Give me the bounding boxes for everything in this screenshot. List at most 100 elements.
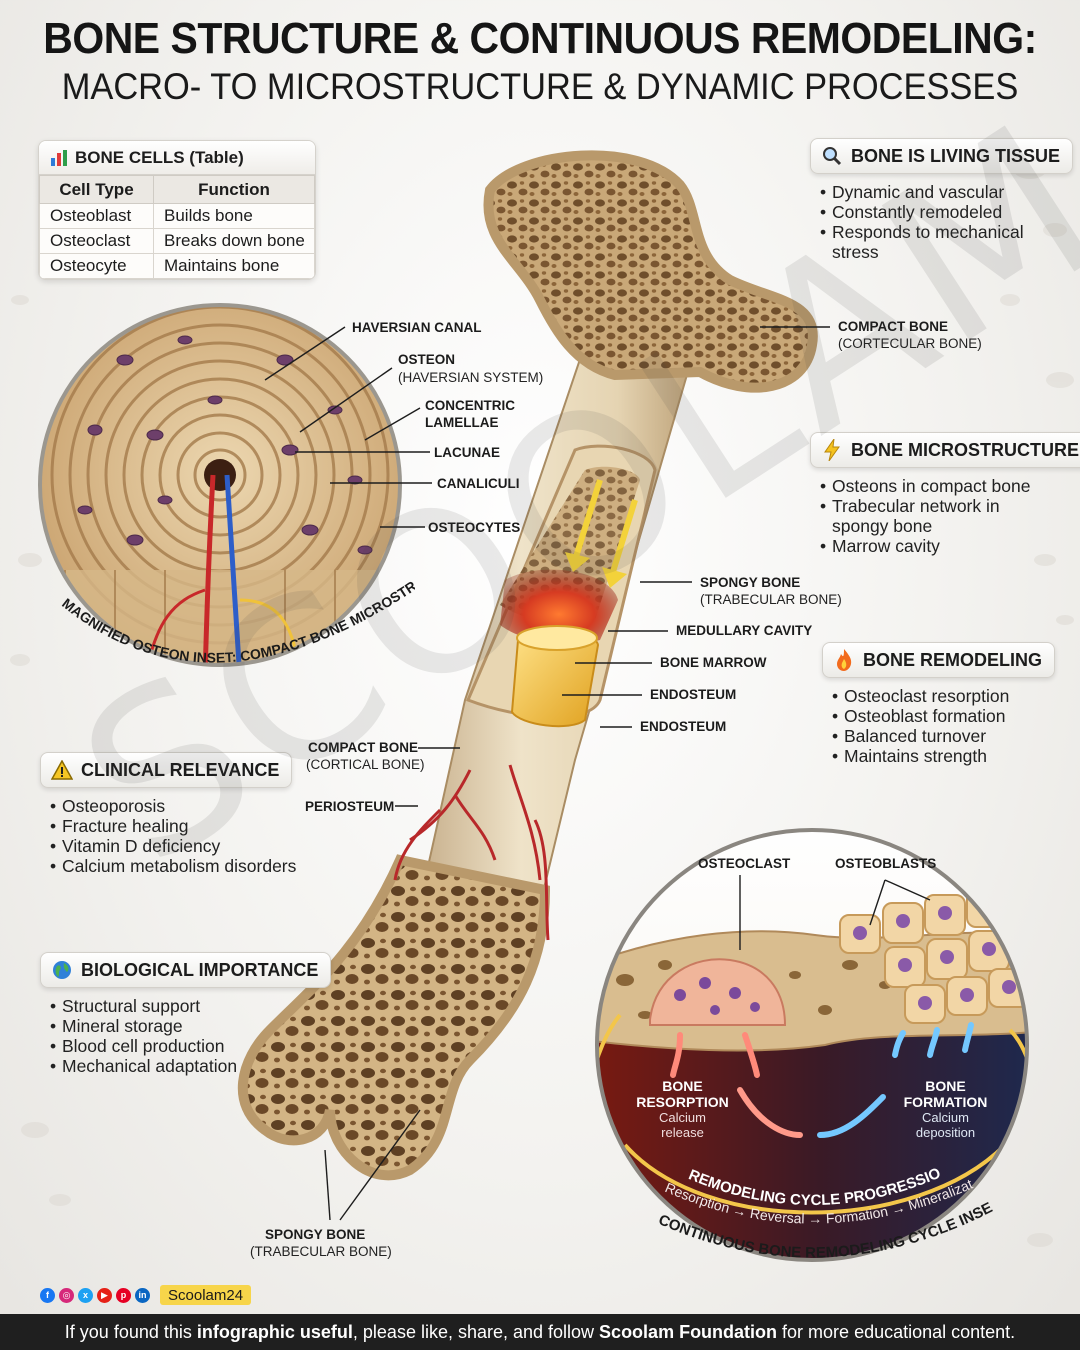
list-item-continued: spongy bone: [832, 516, 933, 536]
footer-text-1: If you found this: [64, 1321, 197, 1342]
list-item: Maintains strength: [832, 746, 1055, 766]
fire-icon: [833, 649, 855, 671]
bar-chart-icon: [51, 149, 67, 166]
list-item: Responds to mechanical: [820, 222, 1073, 242]
table-cell: Breaks down bone: [153, 228, 315, 254]
table-cell: Maintains bone: [153, 253, 315, 279]
table-cell: Builds bone: [153, 203, 315, 229]
youtube-icon[interactable]: ▶: [97, 1287, 112, 1303]
biological-header: BIOLOGICAL IMPORTANCE: [40, 952, 332, 988]
living-tissue-title: BONE IS LIVING TISSUE: [851, 145, 1061, 166]
label-endosteum-1: ENDOSTEUM: [650, 687, 737, 702]
globe-icon: [51, 959, 73, 981]
list-item: Mechanical adaptation: [50, 1056, 331, 1076]
label-compact-bone-top: COMPACT BONE: [838, 319, 948, 334]
page-title: BONE STRUCTURE & CONTINUOUS REMODELING:: [43, 14, 1037, 63]
list-item: Osteoclast resorption: [832, 686, 1055, 706]
label-spongy-bone-mid: SPONGY BONE: [700, 575, 801, 590]
footer-bold-2: Scoolam Foundation: [599, 1321, 778, 1342]
list-item: Osteoblast formation: [832, 706, 1055, 726]
label-medullary-cavity: MEDULLARY CAVITY: [676, 623, 813, 638]
label-concentric-lamellae-1: CONCENTRIC: [425, 398, 515, 413]
clinical-header: CLINICAL RELEVANCE: [40, 752, 293, 788]
list-item: Marrow cavity: [820, 536, 1080, 556]
living-tissue-list: Dynamic and vascular Constantly remodele…: [820, 182, 1073, 262]
instagram-icon[interactable]: ◎: [59, 1287, 74, 1303]
table-cell: Osteocyte: [39, 253, 154, 279]
label-compact-bone-mid-sub: (CORTICAL BONE): [306, 757, 425, 772]
list-item: Fracture healing: [50, 816, 296, 836]
remodeling-section: BONE REMODELING Osteoclast resorption Os…: [822, 642, 1056, 766]
footer-bold-1: infographic useful: [196, 1321, 353, 1342]
remodeling-header: BONE REMODELING: [822, 642, 1056, 678]
social-handle[interactable]: Scoolam24: [160, 1285, 252, 1305]
table-header-cell-type: Cell Type: [39, 175, 154, 204]
bone-cells-table-card: BONE CELLS (Table) Cell Type Function Os…: [38, 140, 316, 280]
lightning-icon: [821, 439, 843, 461]
microstructure-title: BONE MICROSTRUCTURE: [851, 439, 1079, 460]
label-compact-bone-top-sub: (CORTECULAR BONE): [838, 336, 982, 351]
bone-cells-table-header: BONE CELLS (Table): [39, 141, 315, 175]
biological-list: Structural support Mineral storage Blood…: [50, 996, 331, 1076]
label-osteon: OSTEON: [398, 352, 456, 367]
clinical-list: Osteoporosis Fracture healing Vitamin D …: [50, 796, 296, 876]
label-spongy-bone-bottom-sub: (TRABECULAR BONE): [250, 1244, 392, 1259]
resorption-sub-1: Calcium: [659, 1110, 706, 1125]
list-item: Balanced turnover: [832, 726, 1055, 746]
clinical-title: CLINICAL RELEVANCE: [81, 759, 280, 780]
list-item: Trabecular network in: [820, 496, 1080, 516]
list-item: Structural support: [50, 996, 331, 1016]
microstructure-section: BONE MICROSTRUCTURE Osteons in compact b…: [810, 432, 1080, 556]
x-icon[interactable]: x: [78, 1287, 93, 1303]
label-osteoclast: OSTEOCLAST: [698, 856, 791, 871]
biological-section: BIOLOGICAL IMPORTANCE Structural support…: [40, 952, 332, 1076]
facebook-icon[interactable]: f: [40, 1287, 55, 1303]
label-osteocytes: OSTEOCYTES: [428, 520, 521, 535]
list-item: Calcium metabolism disorders: [50, 856, 296, 876]
remodeling-cycle-inset: REMODELING CYCLE PROGRESSION Resorption …: [585, 815, 1029, 1262]
resorption-title-1: BONE: [662, 1078, 703, 1094]
linkedin-icon[interactable]: in: [135, 1287, 150, 1303]
microstructure-header: BONE MICROSTRUCTURE: [810, 432, 1080, 468]
label-lacunae: LACUNAE: [434, 445, 500, 460]
resorption-sub-2: release: [661, 1125, 704, 1140]
biological-title: BIOLOGICAL IMPORTANCE: [81, 959, 319, 980]
label-osteoblasts: OSTEOBLASTS: [835, 856, 937, 871]
list-item: Dynamic and vascular: [820, 182, 1073, 202]
label-bone-marrow: BONE MARROW: [660, 655, 767, 670]
formation-title-2: FORMATION: [903, 1094, 988, 1110]
label-osteon-sub: (HAVERSIAN SYSTEM): [398, 370, 544, 385]
table-header-function: Function: [153, 175, 315, 204]
bone-cells-title: BONE CELLS (Table): [75, 147, 244, 167]
label-periosteum: PERIOSTEUM: [305, 799, 395, 814]
microstructure-list: Osteons in compact bone Trabecular netwo…: [820, 476, 1080, 556]
resorption-title-2: RESORPTION: [636, 1094, 729, 1110]
formation-sub-2: deposition: [915, 1125, 976, 1140]
list-item: Mineral storage: [50, 1016, 331, 1036]
table-cell: Osteoblast: [39, 203, 154, 229]
list-item: Blood cell production: [50, 1036, 331, 1056]
remodeling-title: BONE REMODELING: [863, 649, 1043, 670]
formation-label: BONE FORMATION Calcium deposition: [888, 1078, 1003, 1140]
list-item: Osteoporosis: [50, 796, 296, 816]
formation-sub-1: Calcium: [922, 1110, 969, 1125]
label-spongy-bone-bottom: SPONGY BONE: [265, 1227, 366, 1242]
bone-cells-table: Cell Type Function Osteoblast Builds bon…: [39, 175, 315, 279]
pinterest-icon[interactable]: p: [116, 1287, 131, 1303]
list-item: Constantly remodeled: [820, 202, 1073, 222]
living-tissue-header: BONE IS LIVING TISSUE: [810, 138, 1074, 174]
table-row: Osteocyte Maintains bone: [39, 253, 315, 279]
table-cell: Osteoclast: [39, 228, 154, 254]
label-haversian-canal: HAVERSIAN CANAL: [352, 320, 482, 335]
clinical-section: CLINICAL RELEVANCE Osteoporosis Fracture…: [40, 752, 296, 876]
footer-text-3: for more educational content.: [777, 1321, 1016, 1342]
label-spongy-bone-mid-sub: (TRABECULAR BONE): [700, 592, 842, 607]
label-compact-bone-mid: COMPACT BONE: [308, 740, 418, 755]
table-row: Osteoclast Breaks down bone: [39, 228, 315, 254]
label-concentric-lamellae-2: LAMELLAE: [425, 415, 499, 430]
list-item: Osteons in compact bone: [820, 476, 1080, 496]
page-subtitle: MACRO- TO MICROSTRUCTURE & DYNAMIC PROCE…: [61, 66, 1019, 107]
list-item-continued: stress: [832, 242, 879, 262]
